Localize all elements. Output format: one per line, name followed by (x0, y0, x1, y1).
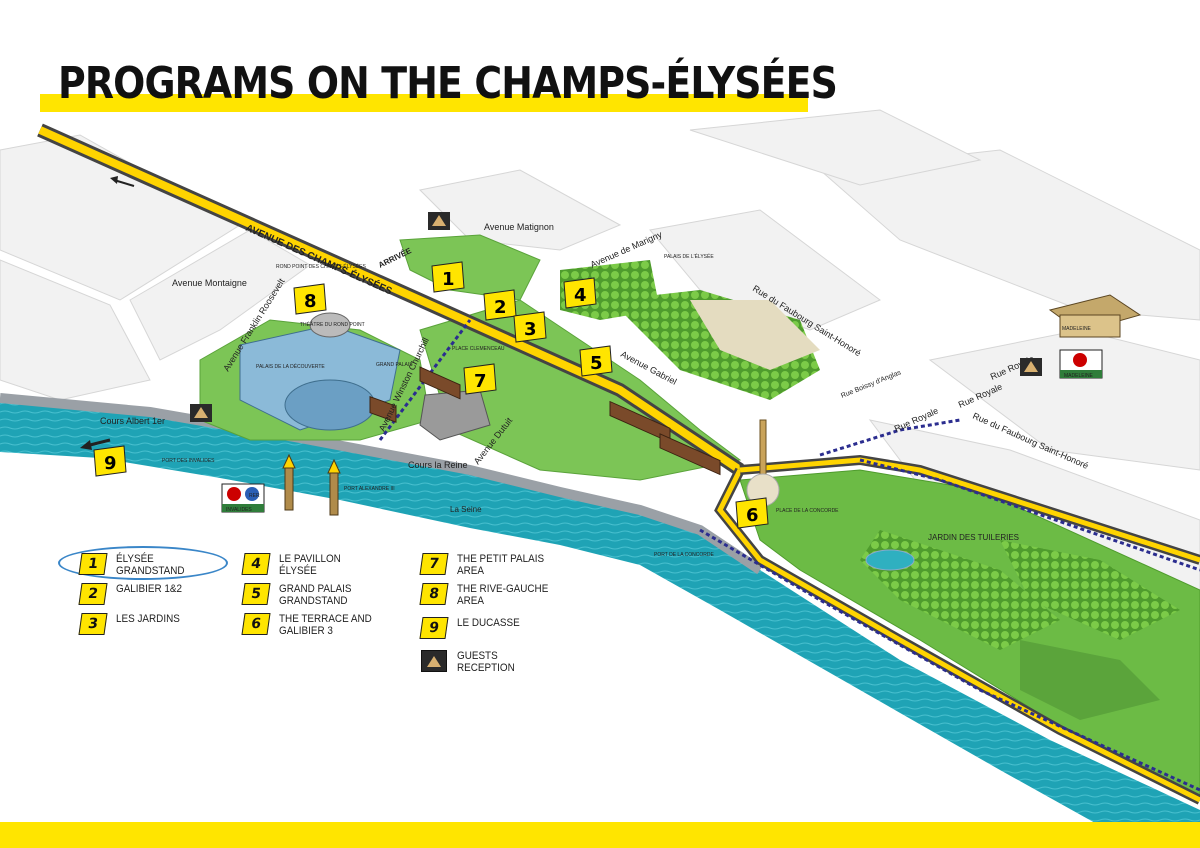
label-tuileries: JARDIN DES TUILERIES (928, 533, 1019, 542)
legend-item-reception[interactable]: GUESTS RECEPTION (421, 650, 567, 674)
map-badge-label: 2 (494, 297, 507, 318)
legend-badge: 1 (78, 553, 108, 575)
label-port-alexandre: PORT ALEXANDRE III (344, 486, 395, 492)
legend-label: THE RIVE-GAUCHE AREA (457, 583, 549, 607)
legend-item-9[interactable]: 9 LE DUCASSE (419, 617, 567, 639)
metro-routes (378, 319, 1200, 792)
map-badge-7[interactable]: 7 (463, 363, 497, 395)
legend-item-2[interactable]: 2 GALIBIER 1&2 (78, 583, 226, 605)
label-reine: Cours la Reine (408, 460, 468, 470)
legend-item-7[interactable]: 7 THE PETIT PALAIS AREA (419, 553, 567, 577)
race-route (37, 123, 1200, 805)
map-badge-label: 9 (104, 453, 117, 474)
legend-label: LE DUCASSE (457, 617, 520, 629)
legend-item-1[interactable]: 1 ÉLYSÉE GRANDSTAND (78, 553, 226, 577)
label-madeleine-station: MADELEINE (1064, 373, 1094, 379)
label-madeleine-bldg: MADELEINE (1062, 326, 1092, 332)
seine-quay (0, 393, 763, 575)
legend-label: ÉLYSÉE GRANDSTAND (116, 553, 185, 577)
legend-badge: 8 (419, 583, 449, 605)
map-badge-2[interactable]: 2 (483, 289, 517, 321)
label-port-concorde: PORT DE LA CONCORDE (654, 552, 714, 558)
map-badge-label: 1 (442, 269, 455, 290)
map-badge-label: 5 (590, 353, 603, 374)
legend-badge: 3 (78, 613, 108, 635)
legend-badge: 6 (241, 613, 271, 635)
label-clemenceau: PLACE CLEMENCEAU (452, 346, 505, 352)
legend-label: GRAND PALAIS GRANDSTAND (279, 583, 352, 607)
legend-label: THE PETIT PALAIS AREA (457, 553, 545, 577)
madeleine-station-sign: MADELEINE (1059, 349, 1103, 379)
title-underline-bar (40, 94, 808, 112)
grand-palais-building (239, 312, 491, 441)
label-boissy: Rue Boissy d'Anglas (840, 369, 902, 400)
map-badge-label: 7 (474, 371, 487, 392)
legend-item-4[interactable]: 4 LE PAVILLON ÉLYSÉE (241, 553, 389, 577)
guests-reception-icon[interactable] (190, 404, 212, 422)
pont-alexandre-columns (282, 453, 341, 516)
label-rer: RER (249, 493, 260, 499)
label-palais-decouverte: PALAIS DE LA DÉCOUVERTE (256, 363, 325, 370)
label-concorde: PLACE DE LA CONCORDE (776, 508, 839, 514)
guests-reception-icon[interactable] (428, 212, 450, 230)
label-invalides: INVALIDES (226, 507, 252, 513)
legend-badge: 7 (419, 553, 449, 575)
label-ports-invalides: PORT DES INVALIDES (162, 458, 215, 464)
page-title: PROGRAMS ON THE CHAMPS-ÉLYSÉES (58, 58, 838, 109)
label-theatre: THÉÂTRE DU ROND POINT (300, 321, 365, 328)
label-montaigne: Avenue Montaigne (172, 278, 247, 288)
label-rond-point: ROND POINT DES CHAMPS-ÉLYSÉES (276, 263, 366, 270)
page-header: PROGRAMS ON THE CHAMPS-ÉLYSÉES (40, 58, 964, 112)
guests-reception-markers (190, 212, 1042, 422)
label-seine: La Seine (450, 505, 482, 514)
legend-label: GALIBIER 1&2 (116, 583, 183, 595)
label-matignon: Avenue Matignon (484, 222, 554, 232)
legend-badge: 4 (241, 553, 271, 575)
city-blocks (0, 109, 1200, 601)
map-badge-4[interactable]: 4 (563, 277, 597, 309)
grandstands (369, 366, 721, 476)
legend-item-5[interactable]: 5 GRAND PALAIS GRANDSTAND (241, 583, 389, 607)
madeleine-church (1048, 294, 1142, 338)
guests-reception-icon[interactable] (1020, 358, 1042, 376)
legend-item-6[interactable]: 6 THE TERRACE AND GALIBIER 3 (241, 613, 389, 637)
map-badge-8[interactable]: 8 (293, 283, 327, 315)
legend-label: GUESTS RECEPTION (457, 650, 515, 674)
map-badge-6[interactable]: 6 (735, 497, 769, 529)
label-grand-palais: GRAND PALAIS (376, 362, 413, 368)
legend-label: LES JARDINS (116, 613, 180, 625)
legend-badge: 9 (419, 617, 449, 639)
legend-label: THE TERRACE AND GALIBIER 3 (279, 613, 372, 637)
invalides-station-sign: RER INVALIDES (221, 483, 265, 513)
map-badge-label: 6 (746, 505, 759, 526)
guests-reception-icon (421, 650, 447, 672)
map-badge-label: 4 (574, 285, 587, 306)
map-badge-5[interactable]: 5 (579, 345, 613, 377)
legend-badge: 2 (78, 583, 108, 605)
seine-river (0, 398, 1200, 848)
map-badge-label: 8 (304, 291, 317, 312)
arrow-left-icon (110, 176, 135, 187)
legend-label: LE PAVILLON ÉLYSÉE (279, 553, 341, 577)
map-badge-label: 3 (524, 319, 537, 340)
footer-accent-bar (0, 822, 1200, 848)
label-albert: Cours Albert 1er (100, 416, 165, 426)
label-palais-elysee: PALAIS DE L'ÉLYSÉE (664, 253, 714, 260)
legend-badge: 5 (241, 583, 271, 605)
map-badge-1[interactable]: 1 (431, 261, 465, 293)
legend-item-3[interactable]: 3 LES JARDINS (78, 613, 226, 635)
map-badge-3[interactable]: 3 (513, 311, 547, 343)
arrow-left-icon (80, 438, 111, 450)
map-badge-9[interactable]: 9 (93, 445, 127, 477)
legend-item-8[interactable]: 8 THE RIVE-GAUCHE AREA (419, 583, 567, 607)
